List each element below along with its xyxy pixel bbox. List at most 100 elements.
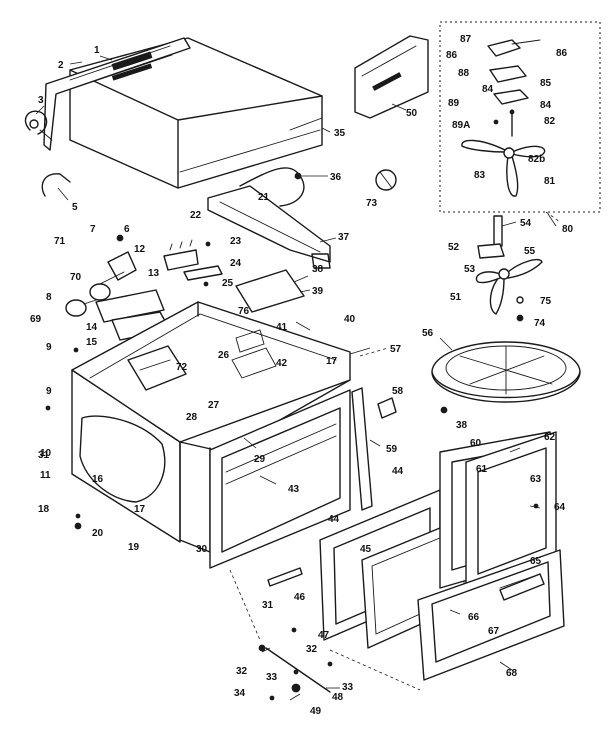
callout-42: 42: [276, 358, 288, 369]
handle-65: [499, 573, 545, 601]
fan-motor-parts: [487, 39, 541, 137]
callout-87: 87: [460, 34, 472, 45]
wire-harness: [41, 173, 71, 197]
callout-36: 36: [330, 172, 342, 183]
callout-38a: 38: [312, 264, 324, 275]
callout-59: 59: [386, 444, 398, 455]
main-cabinet: [71, 301, 351, 553]
callout-28: 28: [186, 412, 198, 423]
callout-47: 47: [318, 630, 330, 641]
callout-55: 55: [524, 246, 536, 257]
callout-51: 51: [450, 292, 462, 303]
callout-49: 49: [310, 706, 322, 717]
transformer-12: [89, 251, 137, 301]
callout-2: 2: [58, 60, 64, 71]
callout-39: 39: [312, 286, 324, 297]
hinge-31: [267, 567, 303, 587]
callout-20: 20: [92, 528, 104, 539]
callout-labels: 1 2 3 5 6 7 8 9 9 10 11 12 13 14 15 16 1…: [30, 34, 574, 717]
callout-61: 61: [476, 464, 488, 475]
callout-67: 67: [488, 626, 500, 637]
callout-84a: 84: [482, 84, 494, 95]
capacitor-8: [65, 299, 97, 317]
callout-35: 35: [334, 128, 346, 139]
side-panel-opening: [79, 415, 166, 503]
callout-34: 34: [234, 688, 246, 699]
side-panel-50: [354, 35, 429, 119]
callout-72: 72: [176, 362, 188, 373]
callout-25: 25: [222, 278, 234, 289]
callout-44a: 44: [392, 466, 404, 477]
fan-blade-81: [461, 139, 546, 197]
callout-5: 5: [72, 202, 78, 213]
callout-80: 80: [562, 224, 574, 235]
strip-59: [351, 387, 373, 511]
tray-56: [431, 341, 581, 403]
callout-29: 29: [254, 454, 266, 465]
assembly-line-c: [329, 649, 421, 691]
callout-31b: 31: [262, 600, 274, 611]
callout-31a: 31: [38, 450, 50, 461]
callout-1: 1: [94, 45, 100, 56]
front-frame-43: [209, 389, 351, 569]
callout-63: 63: [530, 474, 542, 485]
callout-8: 8: [46, 292, 52, 303]
callout-3: 3: [38, 95, 44, 106]
fan-shaft-54: [493, 215, 503, 247]
callout-64: 64: [554, 502, 566, 513]
callout-65: 65: [530, 556, 542, 567]
callout-9b: 9: [46, 386, 52, 397]
callout-53: 53: [464, 264, 476, 275]
callout-41: 41: [276, 322, 288, 333]
callout-33b: 33: [342, 682, 354, 693]
callout-19: 19: [128, 542, 140, 553]
callout-37: 37: [338, 232, 350, 243]
callout-57: 57: [390, 344, 402, 355]
callout-84b: 84: [540, 100, 552, 111]
power-cord: [24, 110, 53, 141]
callout-32a: 32: [236, 666, 248, 677]
callout-17b: 17: [326, 356, 338, 367]
callout-76: 76: [238, 306, 250, 317]
callout-75: 75: [540, 296, 552, 307]
hinge-rod-48: [265, 647, 331, 693]
callout-52: 52: [448, 242, 460, 253]
callout-17a: 17: [134, 504, 146, 515]
callout-89: 89: [448, 98, 460, 109]
callout-10: 10: [40, 448, 52, 459]
callout-86a: 86: [446, 50, 458, 61]
callout-45: 45: [360, 544, 372, 555]
callout-33a: 33: [266, 672, 278, 683]
callout-74: 74: [534, 318, 546, 329]
callout-13: 13: [148, 268, 160, 279]
bracket-14: [95, 289, 171, 341]
callout-15: 15: [86, 337, 98, 348]
fan-assembly-inset: [439, 21, 601, 213]
callout-16: 16: [92, 474, 104, 485]
clip-58: [377, 397, 397, 419]
callout-54: 54: [520, 218, 532, 229]
callout-56: 56: [422, 328, 434, 339]
callout-46: 46: [294, 592, 306, 603]
callout-60: 60: [470, 438, 482, 449]
motor-73: [375, 169, 397, 191]
callout-81: 81: [544, 176, 556, 187]
callout-44b: 44: [328, 514, 340, 525]
callout-70: 70: [70, 272, 82, 283]
rear-panel: [43, 37, 191, 151]
callout-86b: 86: [556, 48, 568, 59]
callout-21: 21: [258, 192, 270, 203]
callout-68: 68: [506, 668, 518, 679]
callout-71: 71: [54, 236, 66, 247]
callout-88: 88: [458, 68, 470, 79]
component-13: [163, 239, 199, 271]
callout-27: 27: [208, 400, 220, 411]
callout-82: 82: [544, 116, 556, 127]
leader-lines: [35, 55, 557, 701]
assembly-line-b: [229, 569, 261, 641]
assembly-line-a: [359, 347, 389, 357]
callout-73: 73: [366, 198, 378, 209]
door-frame-62: [465, 431, 557, 591]
callout-85: 85: [540, 78, 552, 89]
callout-48: 48: [332, 692, 344, 703]
